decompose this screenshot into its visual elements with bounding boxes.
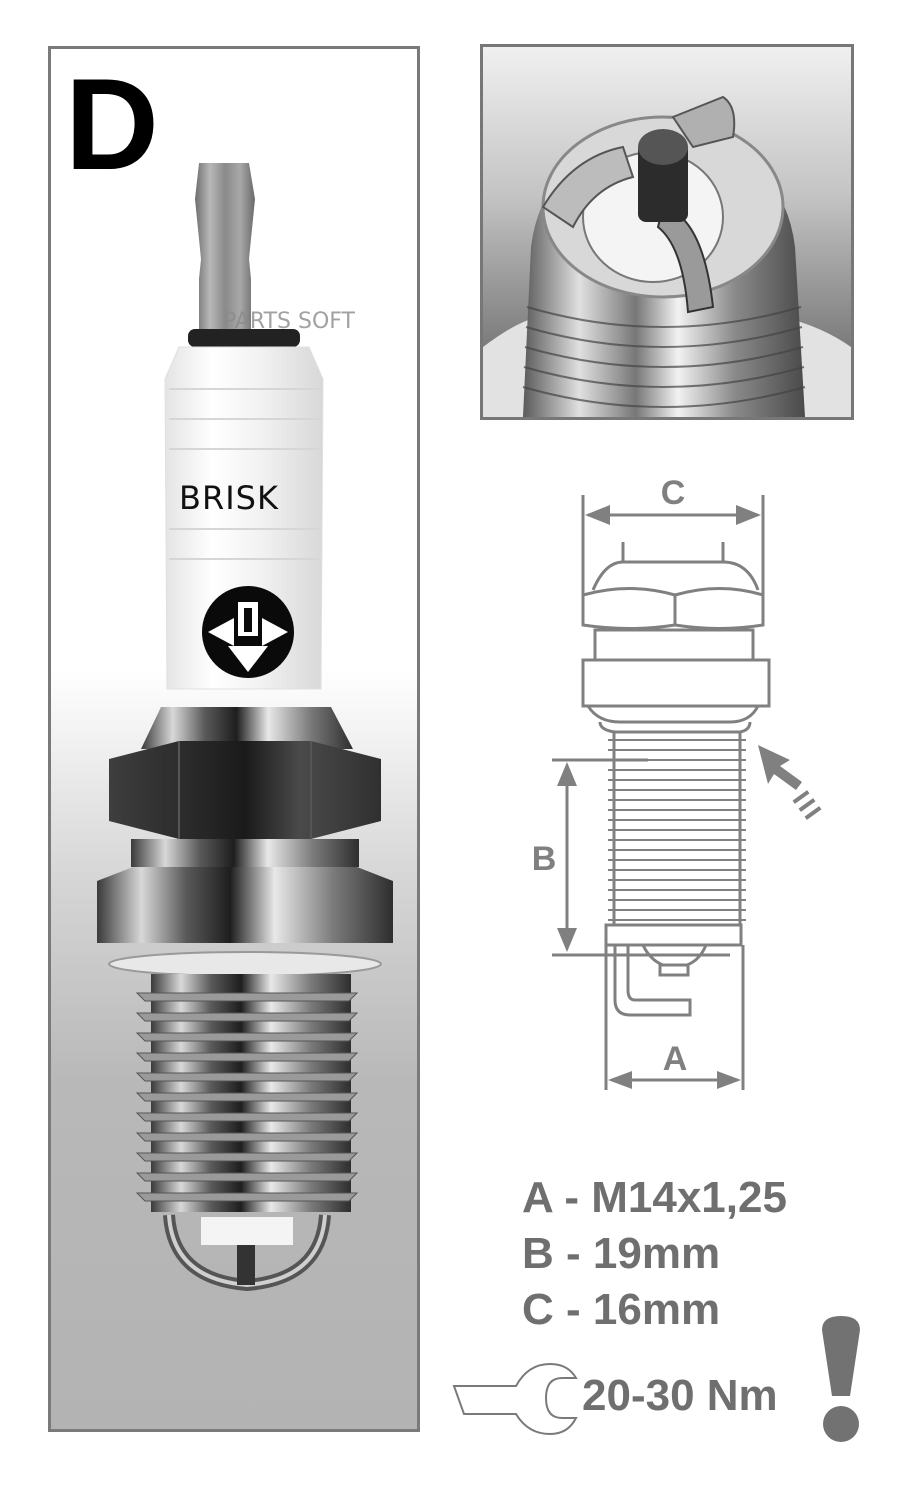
watermark: PARTS SOFT [223, 309, 355, 334]
product-image-panel: D [48, 46, 420, 1432]
gasket-seat-arrow-icon [758, 745, 822, 820]
exclamation-icon [822, 1316, 860, 1442]
electrode-detail-panel [480, 44, 854, 420]
wrench-icon [452, 1362, 578, 1436]
label-a: A [663, 1040, 688, 1078]
spec-list: A - M14x1,25 B - 19mm C - 16mm [522, 1170, 787, 1338]
spec-reach: B - 19mm [522, 1229, 721, 1278]
torque-value: 20-30 Nm [582, 1371, 778, 1420]
variant-letter: D [65, 51, 159, 197]
spec-thread: A - M14x1,25 [522, 1173, 787, 1222]
brand-text: BRISK [179, 479, 279, 517]
label-b: B [532, 840, 557, 878]
spark-plug-render [97, 163, 393, 1292]
electrode-closeup-icon [483, 95, 851, 417]
dimension-diagram: C B A [510, 460, 830, 1105]
label-c: C [661, 474, 686, 512]
spec-hex: C - 16mm [522, 1285, 721, 1334]
brisk-logo-icon [202, 586, 294, 678]
